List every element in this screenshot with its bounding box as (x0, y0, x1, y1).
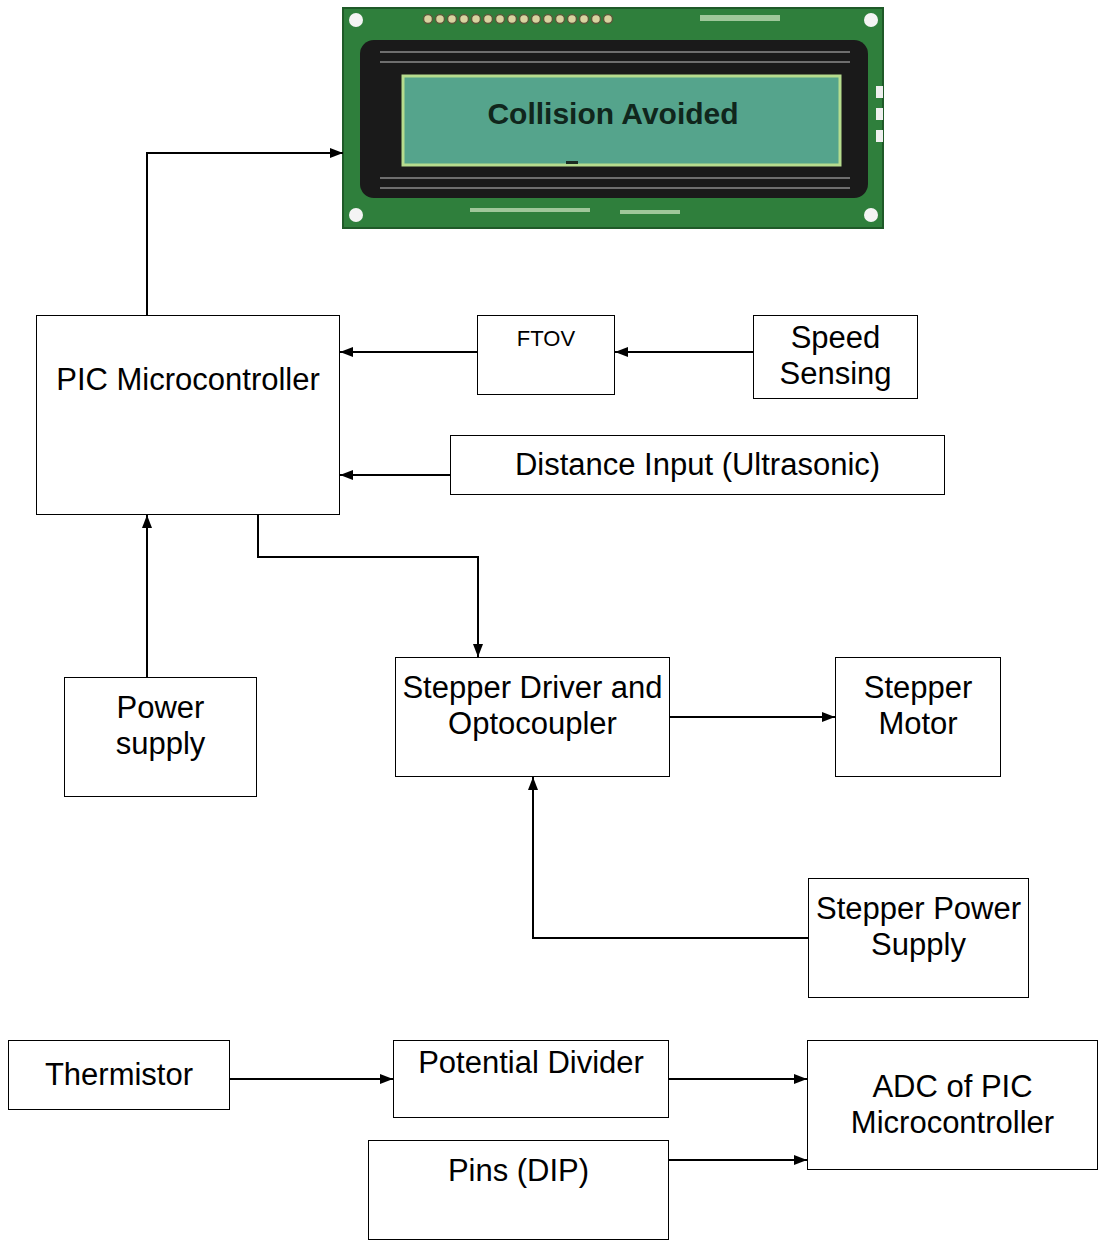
arrow-connector (615, 351, 753, 353)
sensor-box: Thermistor (8, 1040, 230, 1110)
microcontroller-box: PIC Microcontroller (36, 315, 340, 515)
mount-hole (349, 13, 363, 27)
node-label: Stepper Power Supply (815, 891, 1022, 962)
node-label: Distance Input (Ultrasonic) (457, 447, 938, 483)
node-label: FTOV (484, 326, 608, 351)
arrow-connector (230, 1078, 393, 1080)
node-label: PIC Microcontroller (43, 362, 333, 398)
arrow-connector (669, 1159, 807, 1161)
node-label: Power supply (71, 690, 250, 761)
mount-hole (349, 208, 363, 222)
sensor-box: Distance Input (Ultrasonic) (450, 435, 945, 495)
node-label: Stepper Motor (842, 670, 994, 741)
lcd-cursor (566, 161, 578, 164)
arrow-connector (258, 515, 478, 657)
node-label: Collision Avoided (349, 97, 877, 132)
arrow-connector (340, 474, 450, 476)
input-box: Pins (DIP) (368, 1140, 669, 1240)
node-label: Thermistor (15, 1057, 223, 1093)
converter-box: FTOV (477, 315, 615, 395)
pin-header (424, 15, 613, 24)
node-label: Pins (DIP) (375, 1153, 662, 1189)
node-label: Speed Sensing (760, 320, 911, 391)
mount-hole (864, 13, 878, 27)
power-box: Power supply (64, 677, 257, 797)
arrow-connector (533, 777, 808, 938)
node-label: Potential Divider (400, 1045, 662, 1081)
power-box: Stepper Power Supply (808, 878, 1029, 998)
arrow-connector (146, 515, 148, 677)
lcd-pcb-edge (343, 8, 883, 228)
arrow-connector (340, 351, 477, 353)
side-pad (876, 86, 883, 142)
arrow-connector (670, 716, 835, 718)
node-label: ADC of PIC Microcontroller (814, 1069, 1091, 1140)
arrow-connector (669, 1078, 807, 1080)
node-label: Stepper Driver and Optocoupler (402, 670, 663, 741)
mount-hole (864, 208, 878, 222)
adc-box: ADC of PIC Microcontroller (807, 1040, 1098, 1170)
lcd-pcb (343, 8, 883, 228)
arrow-connector (147, 153, 343, 315)
divider-box: Potential Divider (393, 1040, 669, 1118)
driver-box: Stepper Driver and Optocoupler (395, 657, 670, 777)
sensor-box: Speed Sensing (753, 315, 918, 399)
lcd-display: Collision Avoided (343, 8, 883, 228)
motor-box: Stepper Motor (835, 657, 1001, 777)
